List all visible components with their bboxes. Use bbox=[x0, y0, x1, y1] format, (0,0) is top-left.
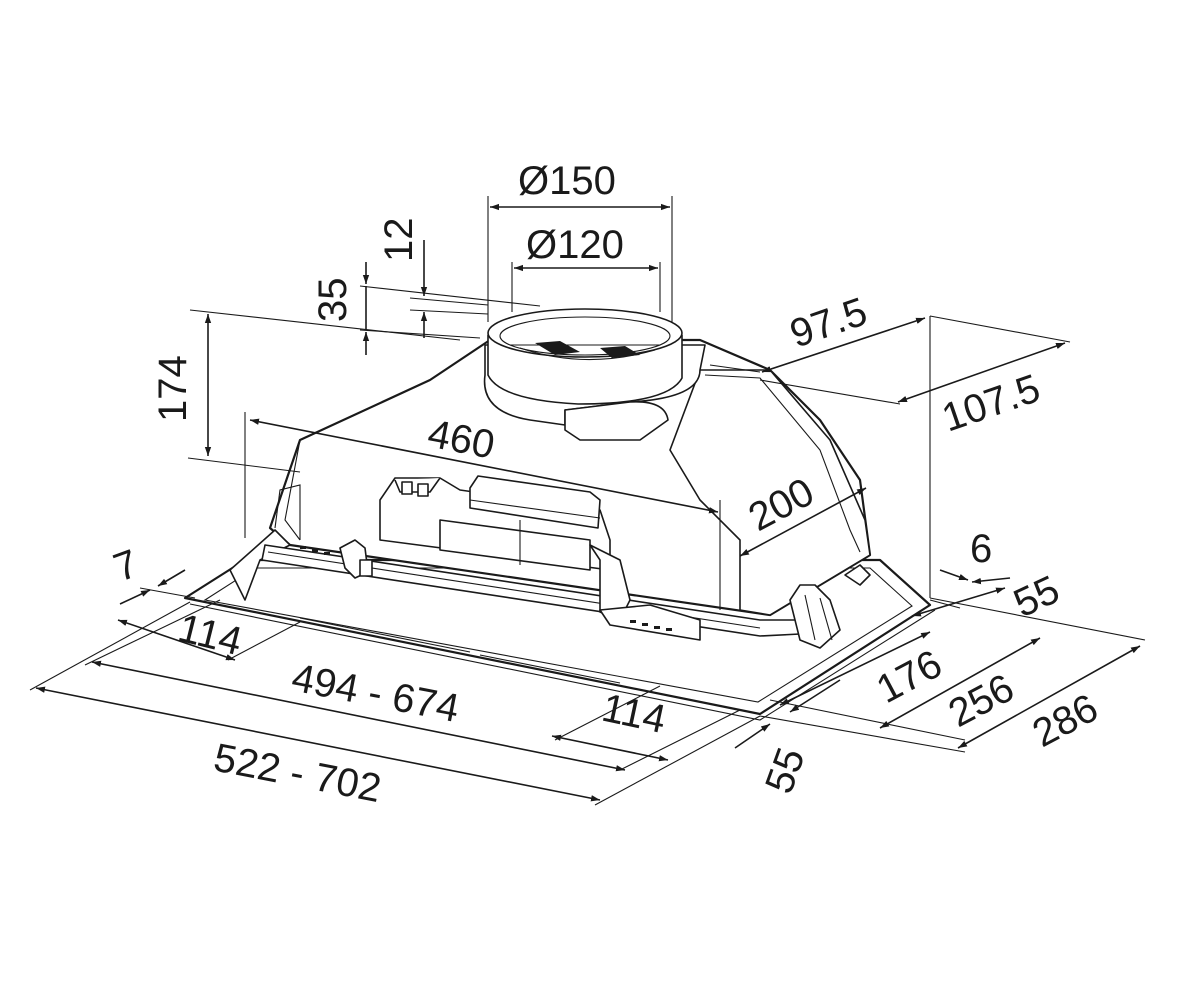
label-55-right: 55 bbox=[1007, 567, 1066, 626]
label-97-5: 97.5 bbox=[785, 290, 873, 357]
label-286: 286 bbox=[1026, 686, 1106, 756]
duct-collar bbox=[487, 308, 683, 405]
label-522-702: 522 - 702 bbox=[210, 736, 384, 811]
label-176: 176 bbox=[870, 642, 950, 712]
indicator-dots bbox=[300, 546, 672, 631]
label-dia-120: Ø120 bbox=[526, 223, 624, 267]
label-35: 35 bbox=[311, 278, 355, 323]
label-107-5: 107.5 bbox=[937, 366, 1046, 440]
label-6: 6 bbox=[970, 527, 992, 571]
label-dia-150: Ø150 bbox=[518, 159, 616, 203]
dimension-lines bbox=[29, 196, 1146, 806]
label-7: 7 bbox=[108, 542, 144, 591]
label-174: 174 bbox=[151, 355, 195, 422]
label-55-bottom: 55 bbox=[757, 742, 814, 799]
label-114-left: 114 bbox=[174, 606, 247, 664]
label-12: 12 bbox=[377, 218, 421, 263]
label-256: 256 bbox=[942, 666, 1022, 736]
